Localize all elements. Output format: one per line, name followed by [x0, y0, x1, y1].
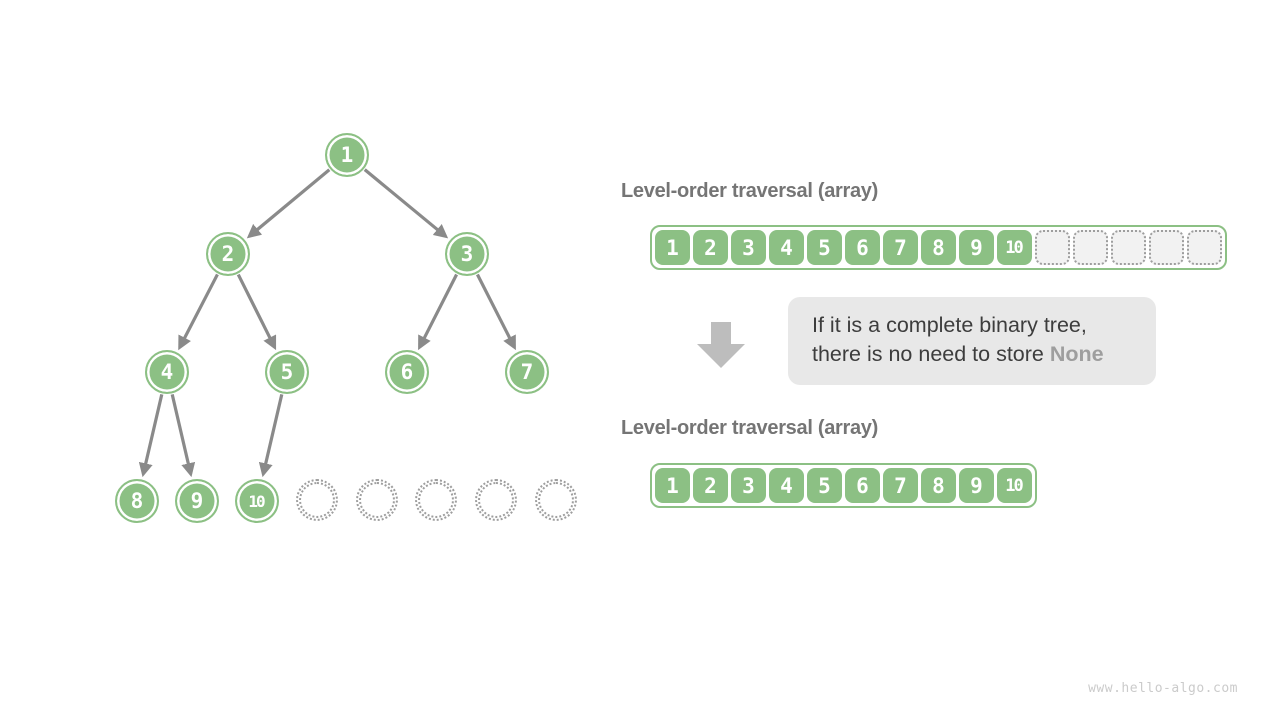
empty-node-placeholder [475, 479, 517, 521]
tree-edge-arrow [418, 273, 459, 351]
tree-node: 7 [505, 350, 549, 394]
array-cell: 10 [997, 230, 1032, 265]
tree-node: 1 [325, 133, 369, 177]
tree-node: 8 [115, 479, 159, 523]
array-cell: 2 [693, 230, 728, 265]
array-cell-empty [1187, 230, 1222, 265]
array-cell-empty [1149, 230, 1184, 265]
array-cell: 9 [959, 468, 994, 503]
array-cell-empty [1073, 230, 1108, 265]
tree-edge-arrow [178, 273, 219, 351]
none-highlight: None [1049, 342, 1104, 366]
tree-node: 5 [265, 350, 309, 394]
callout: If it is a complete binary tree, there i… [788, 297, 1156, 385]
bottom-array-label: Level-order traversal (array) [621, 417, 878, 439]
array-cell: 8 [921, 230, 956, 265]
tree-edge-arrow [363, 168, 449, 239]
tree-edge-arrow [236, 273, 277, 351]
down-arrow-icon [697, 322, 745, 368]
tree-node: 3 [445, 232, 489, 276]
tree-edge-arrow [258, 394, 284, 478]
callout-line2: there is no need to store None [812, 342, 1104, 366]
callout-line1: If it is a complete binary tree, [812, 313, 1087, 337]
down-arrow-head [697, 344, 745, 368]
array-cell-empty [1035, 230, 1070, 265]
tree-node: 4 [145, 350, 189, 394]
array-cell: 2 [693, 468, 728, 503]
array-cell: 5 [807, 468, 842, 503]
array-cell: 6 [845, 230, 880, 265]
array-cell: 7 [883, 468, 918, 503]
empty-node-placeholder [535, 479, 577, 521]
down-arrow-shaft [711, 322, 731, 344]
tree-node: 6 [385, 350, 429, 394]
array-cell: 3 [731, 230, 766, 265]
tree-edge-arrow [475, 273, 516, 351]
array-cell: 6 [845, 468, 880, 503]
tree-edge-arrow [138, 394, 164, 478]
tree-edge-group [138, 168, 516, 478]
array-cell: 9 [959, 230, 994, 265]
array-cell: 10 [997, 468, 1032, 503]
watermark: www.hello-algo.com [1088, 681, 1238, 696]
empty-node-placeholder [415, 479, 457, 521]
tree-node: 10 [235, 479, 279, 523]
empty-node-placeholder [356, 479, 398, 521]
array-cell: 4 [769, 468, 804, 503]
array-cell: 4 [769, 230, 804, 265]
top-array-label: Level-order traversal (array) [621, 180, 878, 202]
array-cell: 5 [807, 230, 842, 265]
array-cell: 8 [921, 468, 956, 503]
array-cell: 1 [655, 230, 690, 265]
tree-edge-arrow [246, 168, 331, 239]
array-cell: 1 [655, 468, 690, 503]
tree-node: 2 [206, 232, 250, 276]
tree-edge-arrow [170, 394, 196, 478]
array-cell-empty [1111, 230, 1146, 265]
array-cell: 3 [731, 468, 766, 503]
empty-node-placeholder [296, 479, 338, 521]
tree-node: 9 [175, 479, 219, 523]
tree-edges [138, 168, 516, 478]
array-cell: 7 [883, 230, 918, 265]
